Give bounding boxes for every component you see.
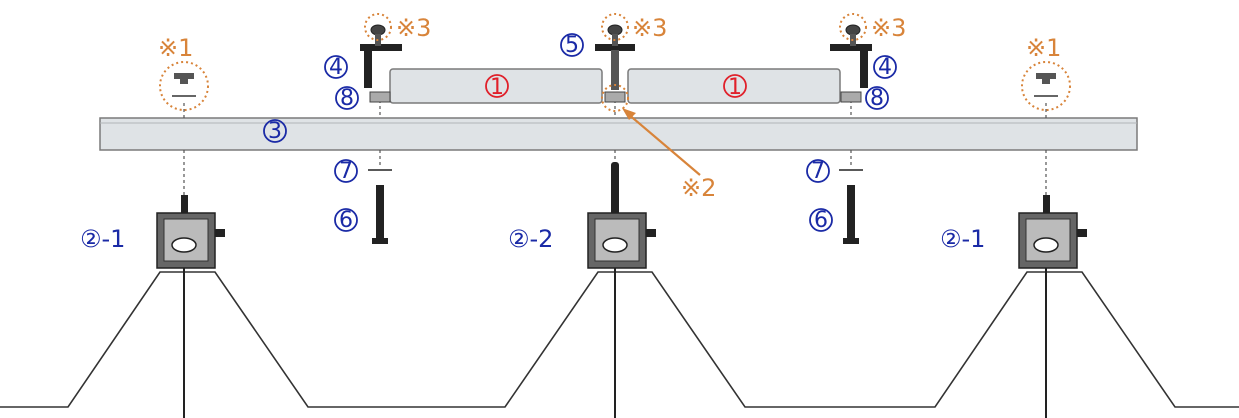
bracket-bolt-mid <box>611 162 619 217</box>
rail-label: 3 <box>268 119 282 144</box>
bracket-mid <box>587 212 656 269</box>
panel-label-left: 1 <box>490 75 504 100</box>
solar-panel-left <box>389 68 603 104</box>
note1-label-left: ※1 <box>158 34 193 62</box>
note1-highlight-right <box>1021 61 1071 111</box>
nut-label-left: 8 <box>340 86 354 111</box>
end-screw-left <box>172 73 196 97</box>
bolt-label-right: 6 <box>814 208 828 233</box>
note3-label-mid: ※3 <box>632 14 667 42</box>
bracket-right <box>1018 212 1087 269</box>
note3-highlight-left <box>364 13 392 41</box>
note3-label-right: ※3 <box>871 14 906 42</box>
bolt-label-left: 6 <box>339 208 353 233</box>
alignment-lines <box>183 100 1047 195</box>
end-screw-right <box>1034 73 1058 97</box>
note2-arrow <box>626 112 701 176</box>
washer-label-right: 7 <box>811 159 825 184</box>
bolt-right <box>843 185 859 244</box>
bracket-label-left: ②-1 <box>80 225 125 253</box>
bracket-left <box>156 212 225 269</box>
panel-label-right: 1 <box>728 75 742 100</box>
bracket-label-mid: ②-2 <box>508 225 553 253</box>
note3-highlight-right <box>839 13 867 41</box>
note1-highlight-left <box>159 61 209 111</box>
solar-panel-right <box>627 68 841 104</box>
bolt-left <box>372 185 388 244</box>
end-clamp-label-right: 4 <box>878 55 892 80</box>
mid-clamp-label: 5 <box>565 33 579 58</box>
note2-label: ※2 <box>681 174 716 202</box>
note2-highlight <box>601 84 629 112</box>
note3-label-left: ※3 <box>396 14 431 42</box>
note3-highlight-mid <box>601 13 629 41</box>
bracket-bolt-right <box>1043 195 1050 220</box>
bracket-label-right: ②-1 <box>940 225 985 253</box>
end-clamp-label-left: 4 <box>329 55 343 80</box>
note2-arrowhead <box>622 108 636 120</box>
bracket-bolt-left <box>181 195 188 220</box>
note1-label-right: ※1 <box>1026 34 1061 62</box>
roof-profile <box>0 271 1239 408</box>
nut-label-right: 8 <box>870 86 884 111</box>
washer-label-left: 7 <box>339 159 353 184</box>
